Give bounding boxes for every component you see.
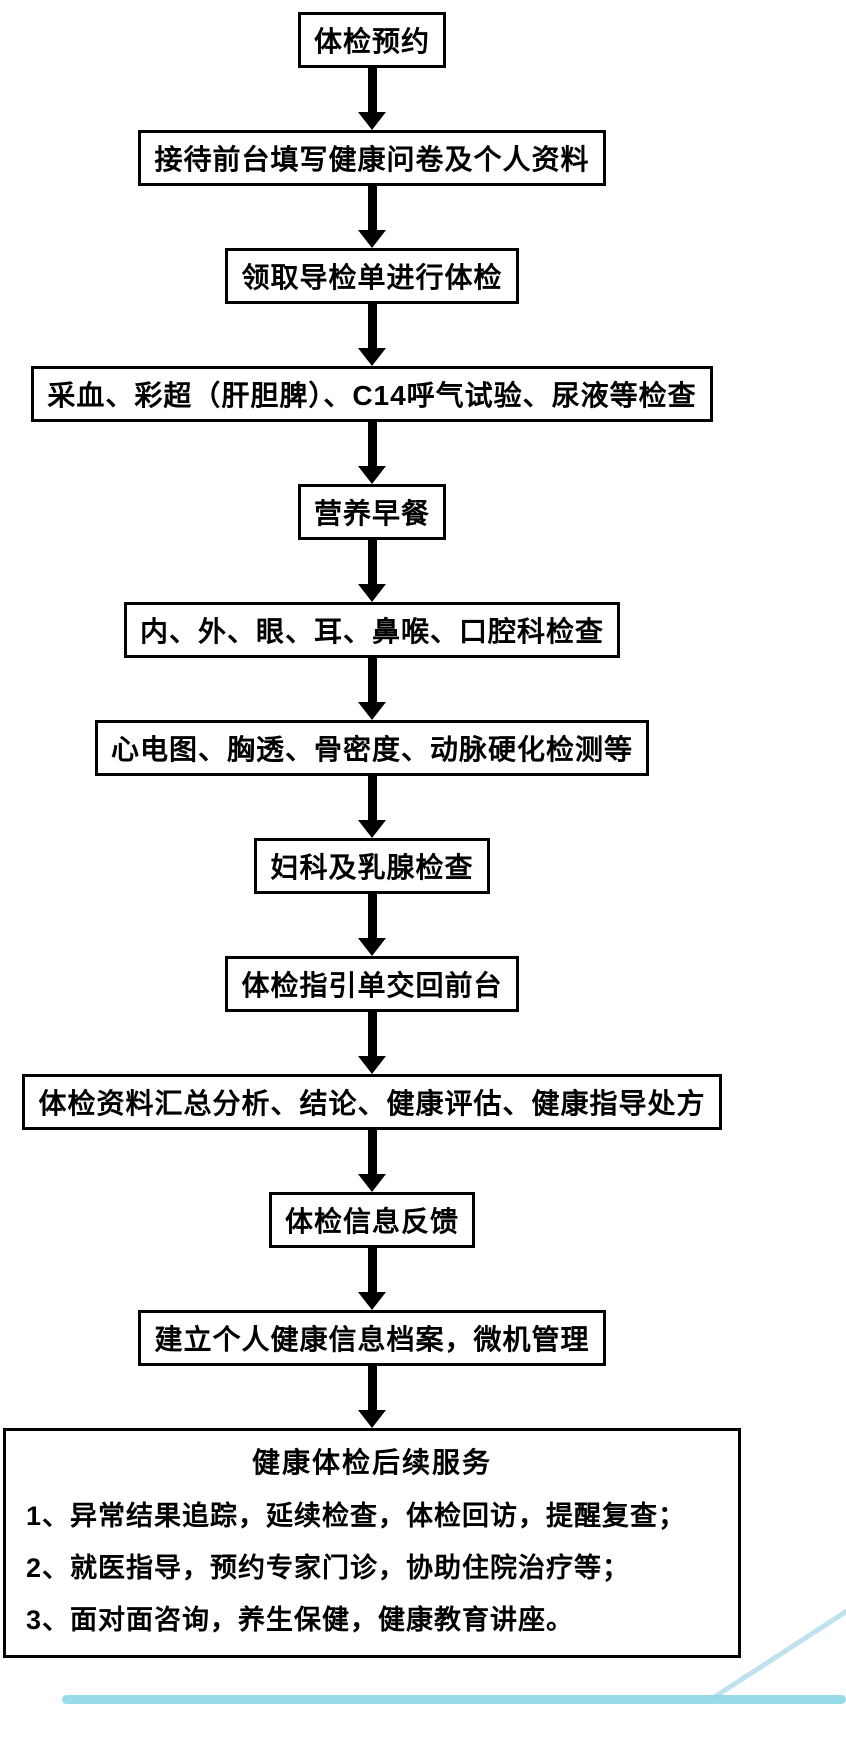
arrow-shaft [367,1012,377,1056]
flow-step-analysis: 体检资料汇总分析、结论、健康评估、健康指导处方 [22,1074,722,1130]
arrow-shaft [367,304,377,348]
arrow-head-icon [358,1056,386,1074]
flow-step-guide-sheet: 领取导检单进行体检 [225,248,519,304]
arrow-head-icon [358,230,386,248]
arrow-shaft [367,1366,377,1410]
arrow-shaft [367,186,377,230]
arrow-head-icon [358,112,386,130]
arrow-head-icon [358,1292,386,1310]
flowchart: 体检预约 接待前台填写健康问卷及个人资料 领取导检单进行体检 采血、彩超（肝胆脾… [0,12,744,1658]
arrow-shaft [367,1130,377,1174]
arrow-shaft [367,658,377,702]
arrow-head-icon [358,466,386,484]
arrow-shaft [367,776,377,820]
flow-arrow [358,304,386,366]
follow-up-service-item: 1、异常结果追踪，延续检查，体检回访，提醒复查； [26,1501,687,1531]
flow-step-archive: 建立个人健康信息档案，微机管理 [138,1310,606,1366]
flow-arrow [358,658,386,720]
flow-arrow [358,540,386,602]
arrow-head-icon [358,584,386,602]
flow-arrow [358,68,386,130]
arrow-shaft [367,68,377,112]
flow-step-reception: 接待前台填写健康问卷及个人资料 [138,130,606,186]
scan-artifact-line [62,1695,846,1704]
arrow-head-icon [358,702,386,720]
flow-step-breakfast: 营养早餐 [297,484,446,540]
flow-arrow [358,186,386,248]
follow-up-services-title: 健康体检后续服务 [251,1447,492,1478]
flow-step-appointment: 体检预约 [297,12,446,68]
arrow-shaft [367,422,377,466]
flow-arrow [358,1366,386,1428]
flow-arrow [358,776,386,838]
arrow-head-icon [358,938,386,956]
arrow-head-icon [358,820,386,838]
flow-step-feedback: 体检信息反馈 [268,1192,475,1248]
follow-up-services-box: 健康体检后续服务 1、异常结果追踪，延续检查，体检回访，提醒复查； 2、就医指导… [3,1428,741,1658]
arrow-shaft [367,1248,377,1292]
arrow-head-icon [358,1174,386,1192]
flow-step-gynecology: 妇科及乳腺检查 [254,838,490,894]
flow-step-return-sheet: 体检指引单交回前台 [225,956,519,1012]
follow-up-service-item: 3、面对面咨询，养生保健，健康教育讲座。 [26,1605,575,1635]
flow-arrow [358,1012,386,1074]
flow-arrow [358,894,386,956]
flow-step-instrument-exams: 心电图、胸透、骨密度、动脉硬化检测等 [94,720,649,776]
flow-step-lab-tests: 采血、彩超（肝胆脾）、C14呼气试验、尿液等检查 [31,366,713,422]
flow-arrow [358,1248,386,1310]
follow-up-service-item: 2、就医指导，预约专家门诊，协助住院治疗等； [26,1553,631,1583]
arrow-shaft [367,894,377,938]
flow-arrow [358,422,386,484]
arrow-head-icon [358,348,386,366]
flow-arrow [358,1130,386,1192]
flow-step-clinical-exams: 内、外、眼、耳、鼻喉、口腔科检查 [123,602,620,658]
arrow-head-icon [358,1410,386,1428]
arrow-shaft [367,540,377,584]
